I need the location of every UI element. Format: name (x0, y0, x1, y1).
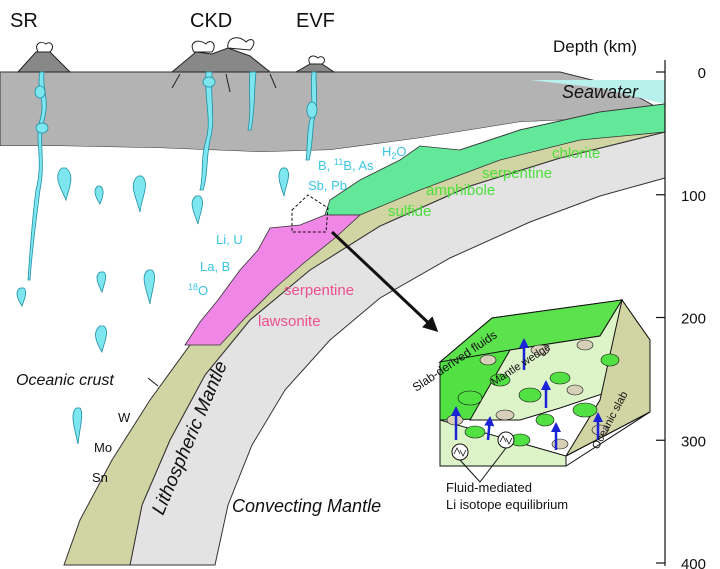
label-oceanic-crust: Oceanic crust (16, 372, 114, 389)
depth-tick-label-200: 200 (681, 311, 706, 328)
melt-droplets (16, 167, 289, 445)
label-chlorite: chlorite (552, 145, 600, 162)
volcano-evf (294, 55, 336, 73)
inset-grains (457, 353, 620, 447)
volcano-ckd (170, 37, 272, 73)
volcano-sr (16, 41, 72, 73)
inset-caption-line1: Fluid-mediated (446, 480, 532, 495)
label-mo: Mo (94, 440, 112, 455)
inset-block: Slab-derived fluids Mantle wedge Oceanic… (410, 298, 651, 512)
label-sr: SR (10, 10, 38, 32)
label-ckd: CKD (190, 10, 232, 32)
inset-caption-line2: Li isotope equilibrium (446, 497, 568, 512)
label-sn: Sn (92, 470, 108, 485)
label-sb-pb: Sb, Pb (308, 178, 347, 193)
dashed-box (291, 194, 329, 233)
label-seawater: Seawater (562, 82, 639, 102)
inset-caption-leaders (459, 447, 507, 483)
serpentine-zone (324, 103, 666, 216)
depth-axis-title: Depth (km) (553, 37, 637, 56)
label-w: W (118, 410, 131, 425)
lawsonite-zone (184, 214, 362, 346)
label-sulfide: sulfide (388, 203, 431, 220)
label-serpentine-lower: serpentine (284, 282, 354, 299)
depth-tick-label-400: 400 (681, 556, 706, 569)
label-lawsonite: lawsonite (258, 313, 321, 330)
label-convecting-mantle: Convecting Mantle (232, 496, 381, 516)
label-h2o: H2O (382, 144, 407, 161)
seawater-body (530, 80, 665, 104)
inset-fluid-arrows (451, 338, 603, 450)
depth-tick-label-300: 300 (681, 433, 706, 450)
label-evf: EVF (296, 10, 335, 32)
label-amphibole: amphibole (426, 182, 495, 199)
magma-conduits (27, 71, 318, 281)
inset-equilibrium-marks (453, 435, 513, 457)
label-serpentine-upper: serpentine (482, 165, 552, 182)
depth-ticks: 0 100 200 300 400 (656, 65, 706, 569)
depth-tick-label-0: 0 (698, 65, 706, 82)
label-b-11b-as: B, 11B, As (318, 157, 374, 173)
faults (171, 73, 277, 93)
label-18o: 18O (188, 282, 208, 298)
depth-tick-label-100: 100 (681, 188, 706, 205)
label-li-u: Li, U (216, 232, 243, 247)
zoom-arrow (330, 230, 439, 333)
label-la-b: La, B (200, 259, 230, 274)
oceanic-crust-leader (147, 377, 159, 387)
